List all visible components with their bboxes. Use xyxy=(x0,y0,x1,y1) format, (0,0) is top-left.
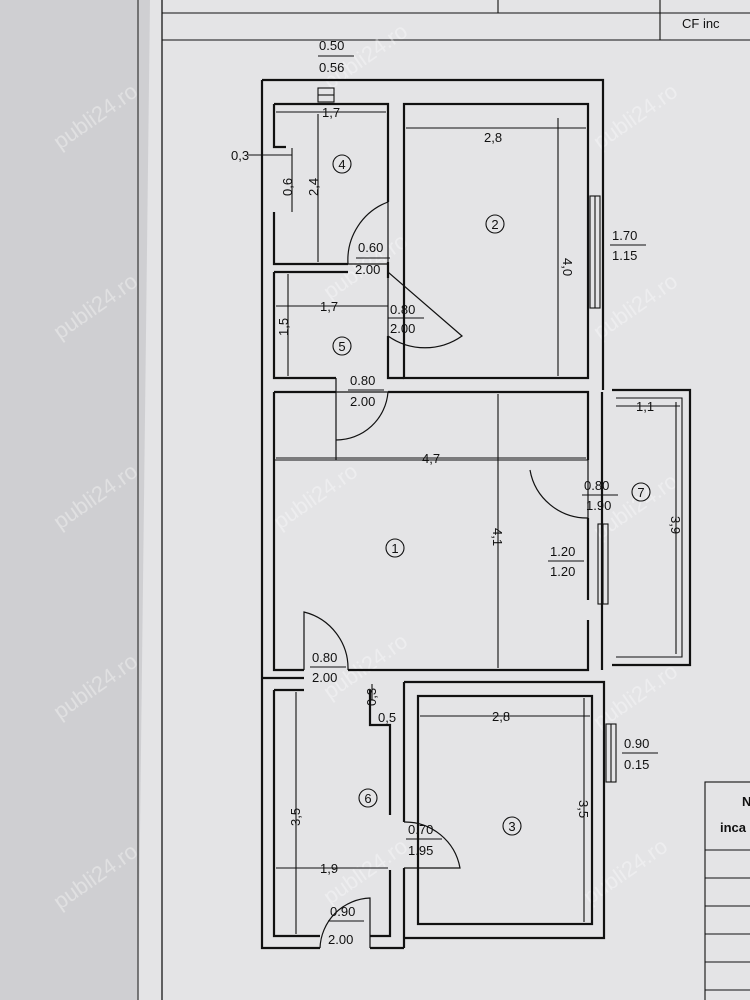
svg-text:2.00: 2.00 xyxy=(312,670,337,685)
svg-text:2.00: 2.00 xyxy=(328,932,353,947)
svg-text:7: 7 xyxy=(637,485,644,500)
door-hall xyxy=(335,378,389,460)
room-2-width: 2,8 xyxy=(484,130,502,145)
doors xyxy=(303,201,589,949)
svg-text:0.15: 0.15 xyxy=(624,757,649,772)
walls xyxy=(260,78,692,950)
opening-door-7: 0.80 1.90 xyxy=(582,478,618,513)
room-marker-4: 4 xyxy=(332,154,352,174)
opening-door-5: 0.80 2.00 xyxy=(388,302,424,336)
room-1-length: 4,1 xyxy=(490,528,505,546)
svg-text:2.00: 2.00 xyxy=(390,321,415,336)
header-cf-text: CF inc xyxy=(682,16,720,31)
svg-text:0.80: 0.80 xyxy=(390,302,415,317)
opening-door-3: 0.70 1.95 xyxy=(406,822,442,858)
door-room-5 xyxy=(387,270,463,349)
room-2-length: 4,0 xyxy=(560,258,575,276)
door-room-7 xyxy=(529,460,589,519)
room-4-niche-length: 0,6 xyxy=(280,178,295,196)
legend-table: N inca xyxy=(704,781,750,1000)
room-5-width: 1,7 xyxy=(320,299,338,314)
svg-text:5: 5 xyxy=(338,339,345,354)
svg-text:0.50: 0.50 xyxy=(319,38,344,53)
paper xyxy=(138,0,750,1000)
opening-top-window: 0.50 0.56 xyxy=(318,38,354,75)
svg-text:1.70: 1.70 xyxy=(612,228,637,243)
room-marker-6: 6 xyxy=(358,788,378,808)
opening-entrance: 0.90 2.00 xyxy=(328,904,364,947)
svg-text:0.80: 0.80 xyxy=(312,650,337,665)
svg-text:2.00: 2.00 xyxy=(355,262,380,277)
door-entrance xyxy=(319,897,371,949)
room-7-width: 1,1 xyxy=(636,399,654,414)
room-marker-5: 5 xyxy=(332,336,352,356)
door-room-6 xyxy=(303,611,349,671)
svg-text:1.95: 1.95 xyxy=(408,843,433,858)
svg-text:3: 3 xyxy=(508,819,515,834)
svg-text:1.90: 1.90 xyxy=(586,498,611,513)
svg-text:6: 6 xyxy=(364,791,371,806)
room-3-width: 2,8 xyxy=(492,709,510,724)
room-marker-2: 2 xyxy=(485,214,505,234)
svg-text:1.20: 1.20 xyxy=(550,564,575,579)
legend-text-1: N xyxy=(742,794,750,809)
opening-door-4: 0.60 2.00 xyxy=(355,240,390,277)
room-6-offset-length: 0,3 xyxy=(364,688,379,706)
windows xyxy=(317,87,617,783)
svg-text:0.90: 0.90 xyxy=(624,736,649,751)
room-6-offset-width: 0,5 xyxy=(378,710,396,725)
opening-window-1: 1.20 1.20 xyxy=(548,544,584,579)
room-markers: 1 2 3 4 5 6 7 xyxy=(332,154,651,836)
room-4-length: 2,4 xyxy=(306,178,321,196)
opening-window-2: 1.70 1.15 xyxy=(610,228,646,263)
dimension-lines xyxy=(248,111,680,934)
legend-text-2: inca xyxy=(720,820,747,835)
room-3-length: 3,5 xyxy=(576,800,591,818)
door-room-3 xyxy=(403,821,461,869)
svg-text:0.80: 0.80 xyxy=(584,478,609,493)
opening-door-hall: 0.80 2.00 xyxy=(348,373,384,409)
svg-text:1.15: 1.15 xyxy=(612,248,637,263)
header-table: CF inc xyxy=(162,0,750,41)
svg-text:4: 4 xyxy=(338,157,345,172)
svg-text:0.60: 0.60 xyxy=(358,240,383,255)
room-marker-3: 3 xyxy=(502,816,522,836)
opening-window-3: 0.90 0.15 xyxy=(622,736,658,772)
room-marker-1: 1 xyxy=(385,538,405,558)
opening-door-6: 0.80 2.00 xyxy=(310,650,346,685)
opening-labels: 0.50 0.56 0.60 2.00 0.80 2.00 0.80 2.00 … xyxy=(310,38,658,947)
svg-text:0.70: 0.70 xyxy=(408,822,433,837)
room-6-width: 1,9 xyxy=(320,861,338,876)
svg-text:0.56: 0.56 xyxy=(319,60,344,75)
room-4-width: 1,7 xyxy=(322,105,340,120)
svg-text:0.90: 0.90 xyxy=(330,904,355,919)
svg-text:1.20: 1.20 xyxy=(550,544,575,559)
room-4-niche-width: 0,3 xyxy=(231,148,249,163)
room-7-length: 3,9 xyxy=(668,516,683,534)
dimension-labels: 1,7 2,4 0,6 0,3 2,8 4,0 1,7 1,5 4,7 4,1 … xyxy=(231,105,683,876)
svg-text:0.80: 0.80 xyxy=(350,373,375,388)
room-marker-7: 7 xyxy=(631,482,651,502)
room-6-length: 3,5 xyxy=(288,808,303,826)
svg-text:2: 2 xyxy=(491,217,498,232)
room-1-width: 4,7 xyxy=(422,451,440,466)
room-5-length: 1,5 xyxy=(276,318,291,336)
svg-text:1: 1 xyxy=(391,541,398,556)
svg-text:2.00: 2.00 xyxy=(350,394,375,409)
door-room-4 xyxy=(347,201,389,265)
